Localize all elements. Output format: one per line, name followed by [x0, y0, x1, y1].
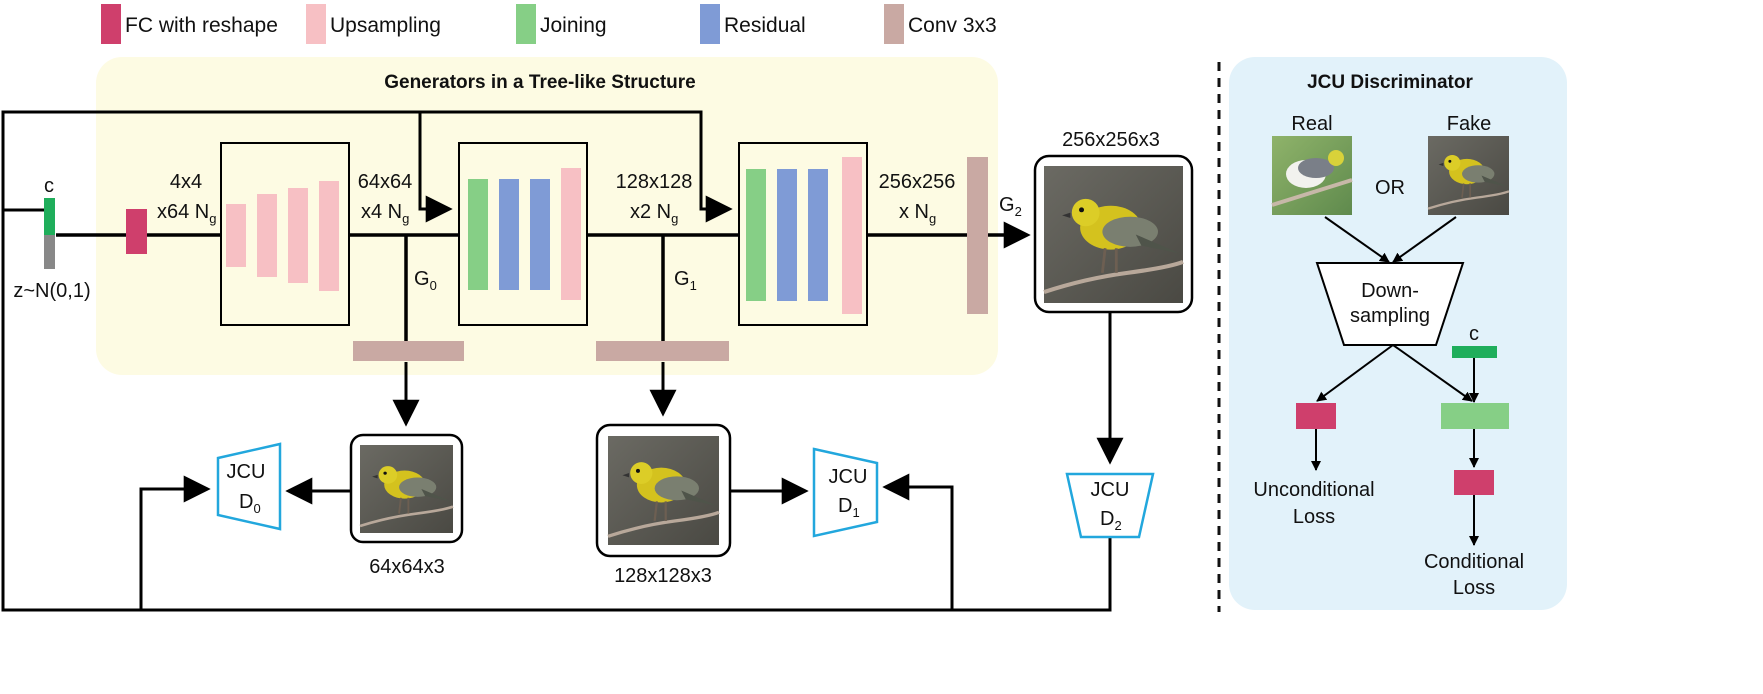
residual-block: [777, 169, 797, 301]
svg-text:128x128: 128x128: [616, 171, 693, 193]
generator-title: Generators in a Tree-like Structure: [384, 72, 696, 93]
legend-fc-swatch: [101, 4, 121, 44]
upsampling-block: [226, 204, 246, 267]
legend-conv-label: Conv 3x3: [908, 14, 997, 37]
output-image-64: [349, 433, 464, 544]
g2-label: G2: [999, 194, 1022, 219]
g0-label: G0: [414, 268, 437, 293]
dim-label-0: 4x4 x64 Ng: [157, 171, 216, 226]
upsampling-block: [257, 194, 277, 277]
svg-text:x2 Ng: x2 Ng: [630, 201, 678, 226]
output-image-256: [1033, 154, 1194, 314]
upsampling-block: [319, 181, 339, 291]
legend-conv-swatch: [884, 4, 904, 44]
upsampling-block: [288, 188, 308, 283]
cond-fc-block: [1454, 470, 1494, 495]
legend: FC with reshape Upsampling Joining Resid…: [101, 4, 997, 44]
conv3x3-block-g0: [353, 341, 464, 361]
jcu-d0: JCU D0: [216, 442, 282, 531]
cond-loss-line2: Loss: [1453, 577, 1495, 599]
svg-text:D0: D0: [239, 491, 261, 516]
uncond-fc-block: [1296, 403, 1336, 429]
svg-text:Down-: Down-: [1361, 280, 1419, 302]
input-c-label: c: [44, 175, 54, 197]
fake-label: Fake: [1447, 113, 1491, 135]
legend-res-swatch: [700, 4, 720, 44]
svg-text:JCU: JCU: [227, 461, 266, 483]
discriminator-title: JCU Discriminator: [1307, 72, 1473, 93]
upsampling-block: [842, 157, 862, 314]
disc-c-vector: [1452, 346, 1497, 358]
svg-text:JCU: JCU: [829, 466, 868, 488]
joining-block: [468, 179, 488, 290]
stage2-block: [738, 142, 868, 326]
stage1-block: [458, 142, 588, 326]
legend-join-label: Joining: [540, 14, 607, 37]
dim-label-1: 64x64 x4 Ng: [358, 171, 413, 226]
output-image-128: [595, 423, 732, 558]
output-64-label: 64x64x3: [369, 556, 445, 578]
upsampling-block: [561, 168, 581, 300]
fc-reshape-block: [126, 209, 147, 254]
dim-label-2: 128x128 x2 Ng: [616, 171, 693, 226]
svg-text:x64 Ng: x64 Ng: [157, 201, 216, 226]
or-label: OR: [1375, 177, 1405, 199]
dim-label-3: 256x256 x Ng: [879, 171, 956, 226]
output-256-label: 256x256x3: [1062, 129, 1160, 151]
residual-block: [808, 169, 828, 301]
jcu-d1: JCU D1: [812, 447, 879, 538]
disc-c-label: c: [1469, 323, 1479, 345]
svg-text:4x4: 4x4: [170, 171, 202, 193]
jcu-d2: JCU D2: [1065, 472, 1155, 539]
svg-text:64x64: 64x64: [358, 171, 413, 193]
legend-res-label: Residual: [724, 14, 806, 37]
real-label: Real: [1291, 113, 1332, 135]
stage0-block: [220, 142, 350, 326]
cond-loss-line1: Conditional: [1424, 551, 1524, 573]
discriminator-connections: [1311, 216, 1479, 546]
svg-text:sampling: sampling: [1350, 305, 1430, 327]
real-image: [1271, 136, 1353, 215]
legend-join-swatch: [516, 4, 536, 44]
conv3x3-block-g1: [596, 341, 729, 361]
svg-text:JCU: JCU: [1091, 479, 1130, 501]
residual-block: [499, 179, 519, 290]
downsampling-block: Down- sampling: [1315, 262, 1465, 346]
residual-block: [530, 179, 550, 290]
joining-block-disc: [1441, 403, 1509, 429]
uncond-loss-line1: Unconditional: [1253, 479, 1374, 501]
z-vector: [44, 235, 55, 269]
c-vector: [44, 198, 55, 235]
z-noise-label: z~N(0,1): [13, 280, 90, 302]
output-128-label: 128x128x3: [614, 565, 712, 587]
svg-text:x Ng: x Ng: [899, 201, 936, 226]
g1-label: G1: [674, 268, 697, 293]
legend-fc-label: FC with reshape: [125, 14, 278, 37]
uncond-loss-line2: Loss: [1293, 506, 1335, 528]
legend-up-swatch: [306, 4, 326, 44]
svg-text:D1: D1: [838, 495, 860, 520]
fake-image: [1426, 134, 1511, 217]
legend-up-label: Upsampling: [330, 14, 441, 37]
joining-block: [746, 169, 766, 301]
svg-text:256x256: 256x256: [879, 171, 956, 193]
svg-text:D2: D2: [1100, 508, 1122, 533]
conv3x3-block-final: [967, 157, 988, 314]
svg-text:x4 Ng: x4 Ng: [361, 201, 409, 226]
